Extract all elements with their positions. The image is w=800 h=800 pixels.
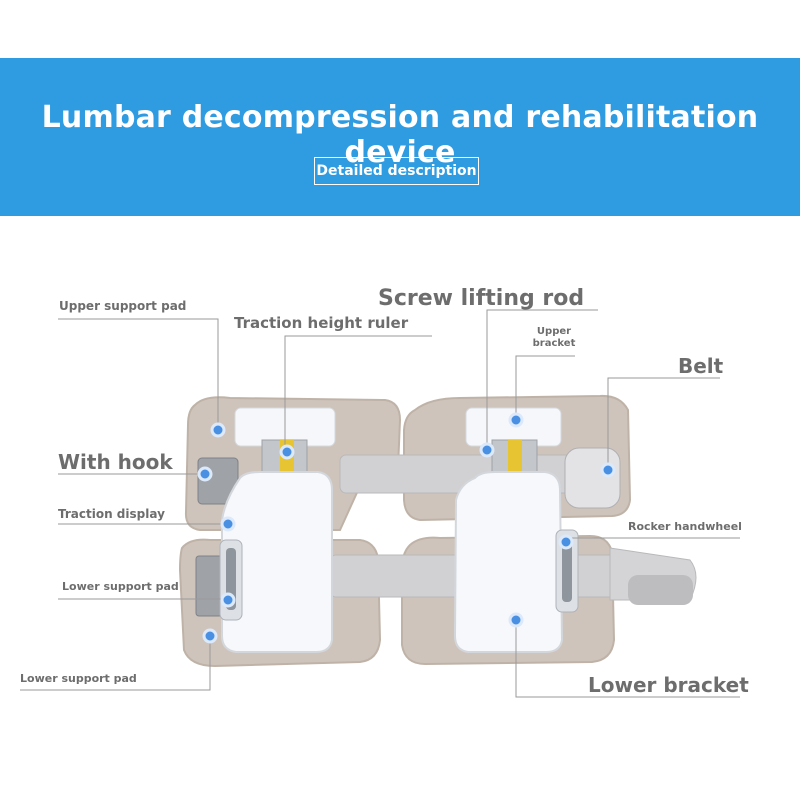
- leader-belt: [607, 377, 720, 470]
- leader-upper-bracket: [515, 355, 575, 420]
- leader-lower-support-pad-2: [20, 636, 211, 691]
- belt-roll-end: [628, 575, 693, 605]
- marker-group: [197, 412, 616, 644]
- label-belt: Belt: [678, 354, 724, 378]
- marker-with-hook: [197, 466, 213, 482]
- label-lower-support-pad-2: Lower support pad: [20, 672, 137, 685]
- label-with-hook: With hook: [58, 450, 173, 474]
- header-banner: [0, 58, 800, 216]
- label-lower-bracket: Lower bracket: [588, 673, 749, 697]
- left-lower-hook: [195, 555, 223, 617]
- marker-screw-lifting-rod: [479, 442, 495, 458]
- marker-belt: [600, 462, 616, 478]
- right-handle-slot: [562, 538, 572, 602]
- label-upper-bracket: Upper bracket: [532, 326, 576, 349]
- marker-lower-bracket: [508, 612, 524, 628]
- detailed-description-badge: Detailed description: [314, 157, 479, 185]
- leader-upper-support-pad: [58, 318, 219, 430]
- label-rocker-handwheel: Rocker handwheel: [628, 520, 742, 533]
- label-traction-height-ruler: Traction height ruler: [234, 314, 409, 332]
- right-height-ruler: [508, 440, 522, 480]
- page-title: Lumbar decompression and rehabilitation …: [41, 100, 759, 170]
- label-traction-display: Traction display: [58, 507, 165, 521]
- marker-upper-support-pad: [210, 422, 226, 438]
- marker-traction-height-ruler: [279, 444, 295, 460]
- leader-lower-bracket: [515, 620, 740, 698]
- belt-roll: [564, 447, 621, 509]
- marker-rocker-handwheel: [558, 534, 574, 550]
- label-screw-lifting-rod: Screw lifting rod: [378, 286, 585, 311]
- label-upper-support-pad: Upper support pad: [59, 299, 187, 313]
- leader-screw-lifting-rod: [486, 309, 598, 450]
- marker-lower-support-pad-1: [220, 592, 236, 608]
- marker-upper-bracket: [508, 412, 524, 428]
- label-lower-support-pad-1: Lower support pad: [62, 580, 179, 593]
- marker-traction-display: [220, 516, 236, 532]
- leader-traction-height-ruler: [284, 335, 432, 452]
- leader-lines: [20, 309, 740, 698]
- marker-lower-support-pad-2: [202, 628, 218, 644]
- right-lower-bracket: [453, 471, 564, 653]
